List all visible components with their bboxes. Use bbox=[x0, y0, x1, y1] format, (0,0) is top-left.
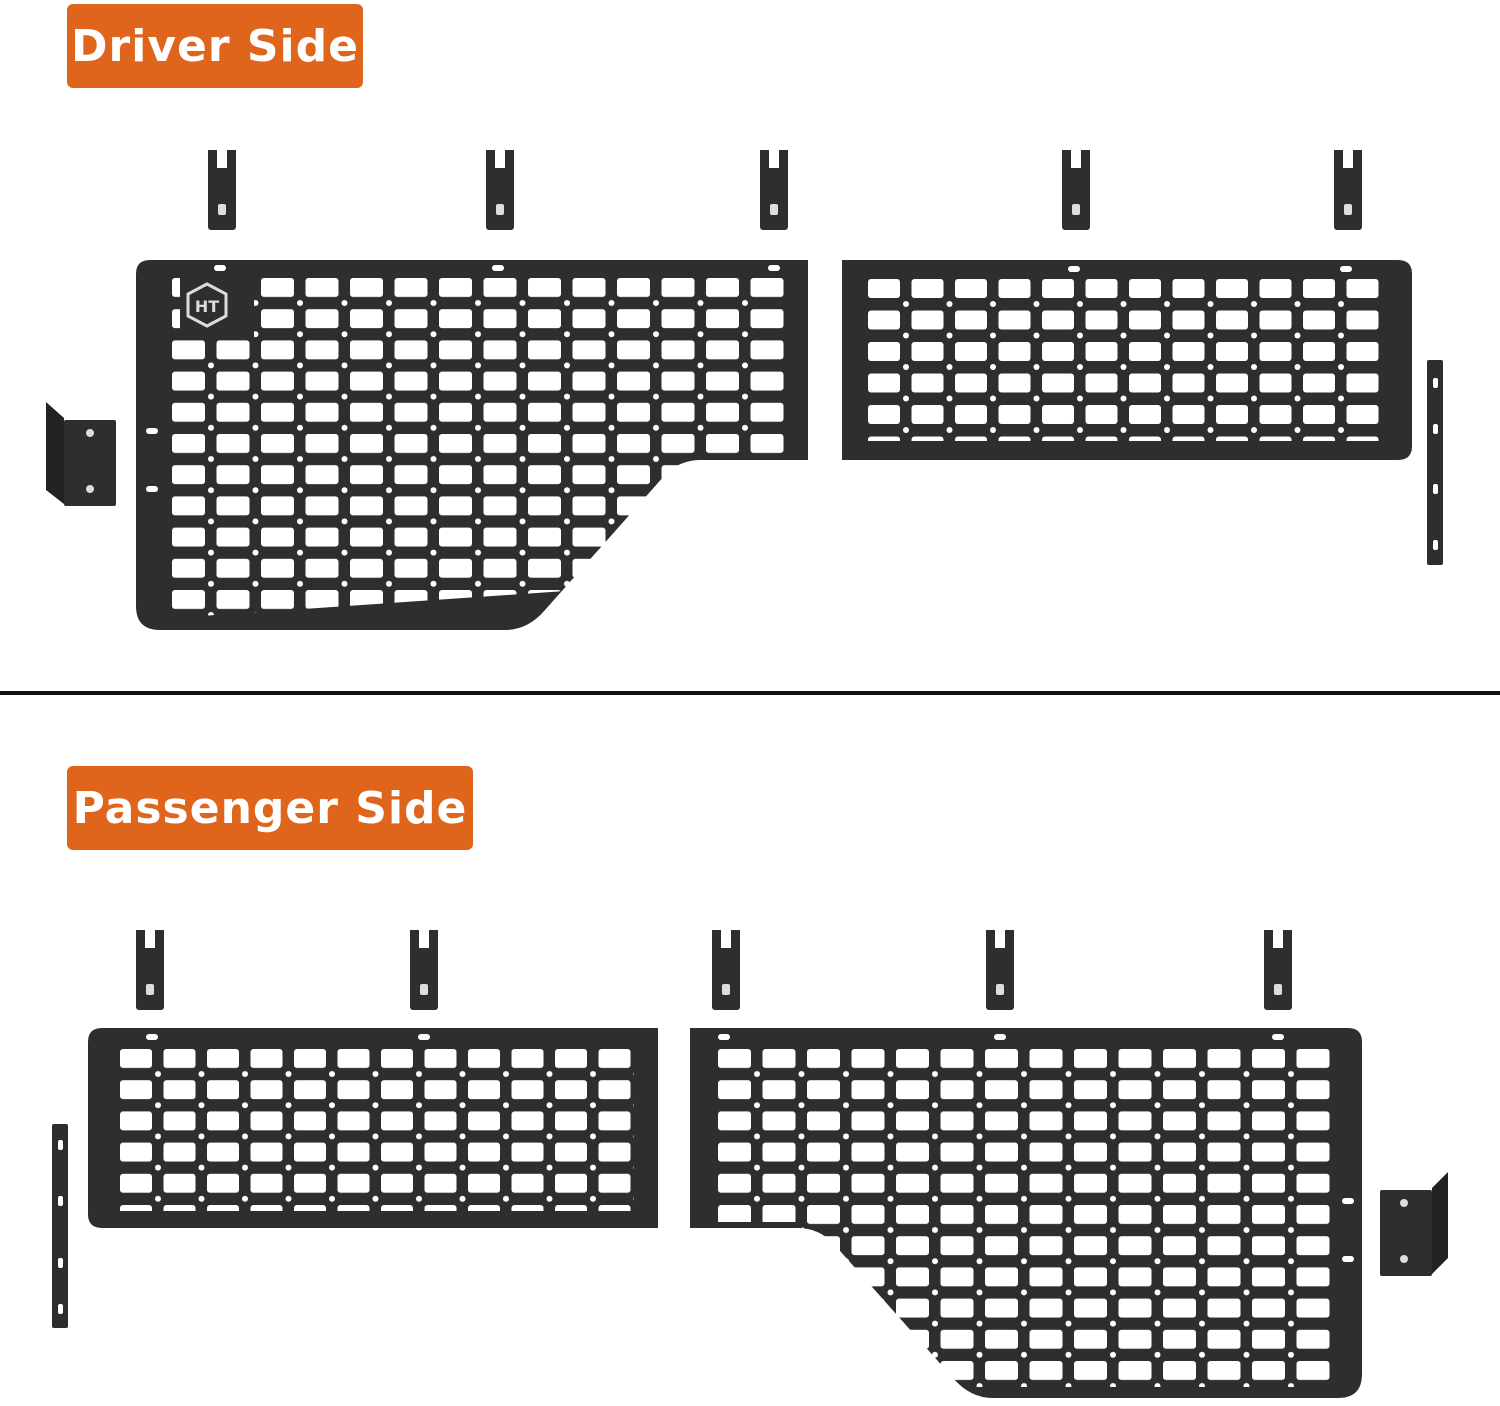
passenger-side-label: Passenger Side bbox=[67, 766, 473, 850]
driver-side-brackets bbox=[208, 150, 1362, 230]
mounting-bracket-icon bbox=[1062, 150, 1090, 230]
passenger-large-molle-panel bbox=[690, 1028, 1362, 1398]
mounting-bracket-icon bbox=[712, 930, 740, 1010]
hexagon-brand-logo-icon: HT bbox=[186, 282, 228, 328]
passenger-side-brackets bbox=[136, 930, 1292, 1010]
mounting-bracket-icon bbox=[1264, 930, 1292, 1010]
section-divider bbox=[0, 691, 1500, 695]
driver-side-angle-bracket bbox=[46, 402, 116, 506]
passenger-side-strap-bracket bbox=[52, 1124, 68, 1328]
driver-side-label-text: Driver Side bbox=[71, 20, 359, 72]
mounting-bracket-icon bbox=[1334, 150, 1362, 230]
driver-small-molle-panel bbox=[842, 260, 1412, 460]
mounting-bracket-icon bbox=[208, 150, 236, 230]
passenger-side-label-text: Passenger Side bbox=[72, 782, 468, 834]
mounting-bracket-icon bbox=[136, 930, 164, 1010]
passenger-side-angle-bracket bbox=[1380, 1172, 1448, 1276]
driver-side-strap-bracket bbox=[1427, 360, 1443, 565]
mounting-bracket-icon bbox=[486, 150, 514, 230]
driver-side-label: Driver Side bbox=[67, 4, 363, 88]
driver-large-molle-panel: HT bbox=[136, 260, 808, 630]
mounting-bracket-icon bbox=[410, 930, 438, 1010]
mounting-bracket-icon bbox=[986, 930, 1014, 1010]
svg-text:HT: HT bbox=[195, 297, 219, 316]
passenger-small-molle-panel bbox=[88, 1028, 658, 1228]
mounting-bracket-icon bbox=[760, 150, 788, 230]
